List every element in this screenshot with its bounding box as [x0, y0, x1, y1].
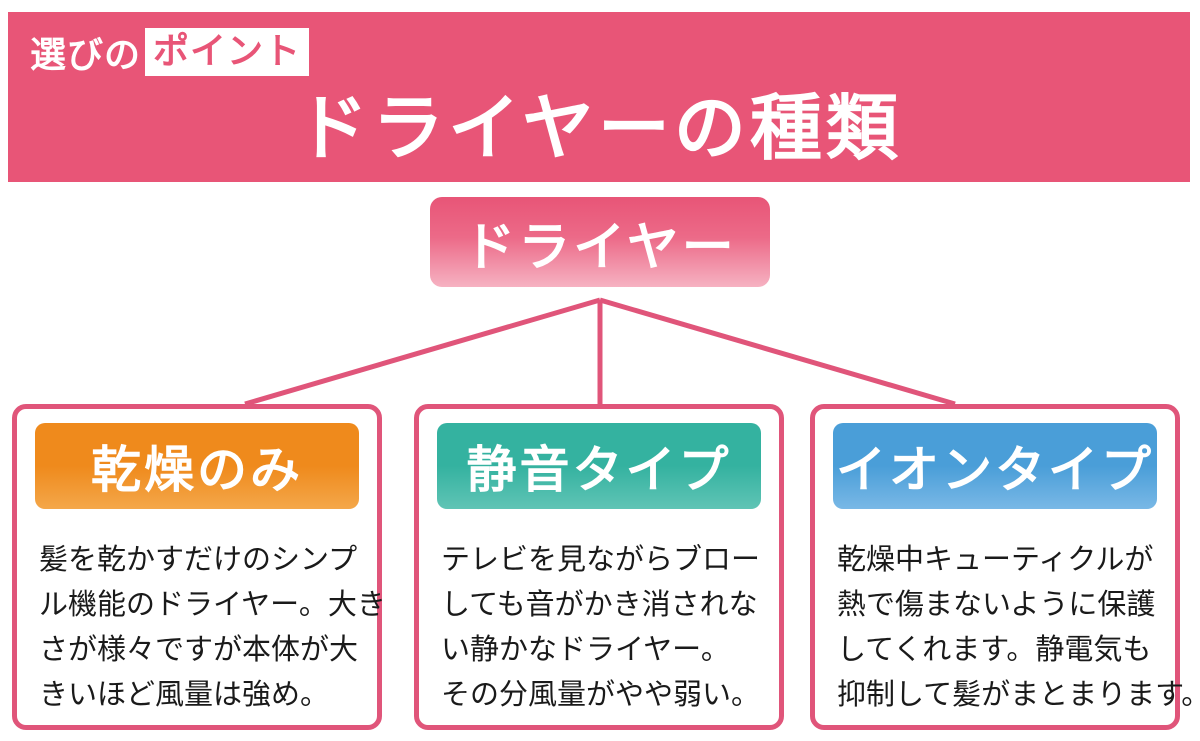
description-line: テレビを見ながらブロー [441, 542, 761, 576]
description-line: 熱で傷まないように保護 [837, 587, 1156, 621]
card-quiet: 静音タイプ テレビを見ながらブロー しても音がかき消されな い静かなドライヤー。… [414, 404, 784, 730]
connector-right [599, 297, 956, 407]
connector-left [244, 297, 601, 407]
card-description: 乾燥中キューティクルが 熱で傷まないように保護 してくれます。静電気も 抑制して… [837, 537, 1200, 717]
description-line: きいほど風量は強め。 [39, 677, 330, 711]
card-description: 髪を乾かすだけのシンプ ル機能のドライヤー。大き さが様々ですが本体が大 きいほ… [39, 537, 386, 717]
description-line: 髪を乾かすだけのシンプ [39, 542, 358, 576]
card-header: 静音タイプ [437, 423, 761, 509]
eyebrow-prefix: 選びの [30, 35, 142, 76]
eyebrow-highlight: ポイント [145, 28, 310, 76]
description-line: い静かなドライヤー。 [441, 632, 730, 666]
card-ion: イオンタイプ 乾燥中キューティクルが 熱で傷まないように保護 してくれます。静電… [810, 404, 1200, 730]
root-node: ドライヤー [430, 197, 770, 287]
card-header: イオンタイプ [833, 423, 1157, 509]
card-header: 乾燥のみ [35, 423, 359, 509]
description-line: してくれます。静電気も [837, 632, 1152, 666]
description-line: 抑制して髪がまとまります。 [837, 677, 1200, 711]
description-line: 乾燥中キューティクルが [837, 542, 1154, 576]
page-title: ドライヤーの種類 [296, 86, 902, 170]
description-line: さが様々ですが本体が大 [39, 632, 359, 666]
eyebrow: 選びのポイント [30, 26, 310, 78]
description-line: ル機能のドライヤー。大き [39, 587, 386, 621]
header-banner: 選びのポイント ドライヤーの種類 [8, 12, 1190, 182]
description-line: その分風量がやや弱い。 [441, 677, 761, 711]
card-description: テレビを見ながらブロー しても音がかき消されな い静かなドライヤー。 その分風量… [441, 537, 765, 717]
card-dry-only: 乾燥のみ 髪を乾かすだけのシンプ ル機能のドライヤー。大き さが様々ですが本体が… [12, 404, 386, 730]
description-line: しても音がかき消されな [441, 587, 758, 621]
